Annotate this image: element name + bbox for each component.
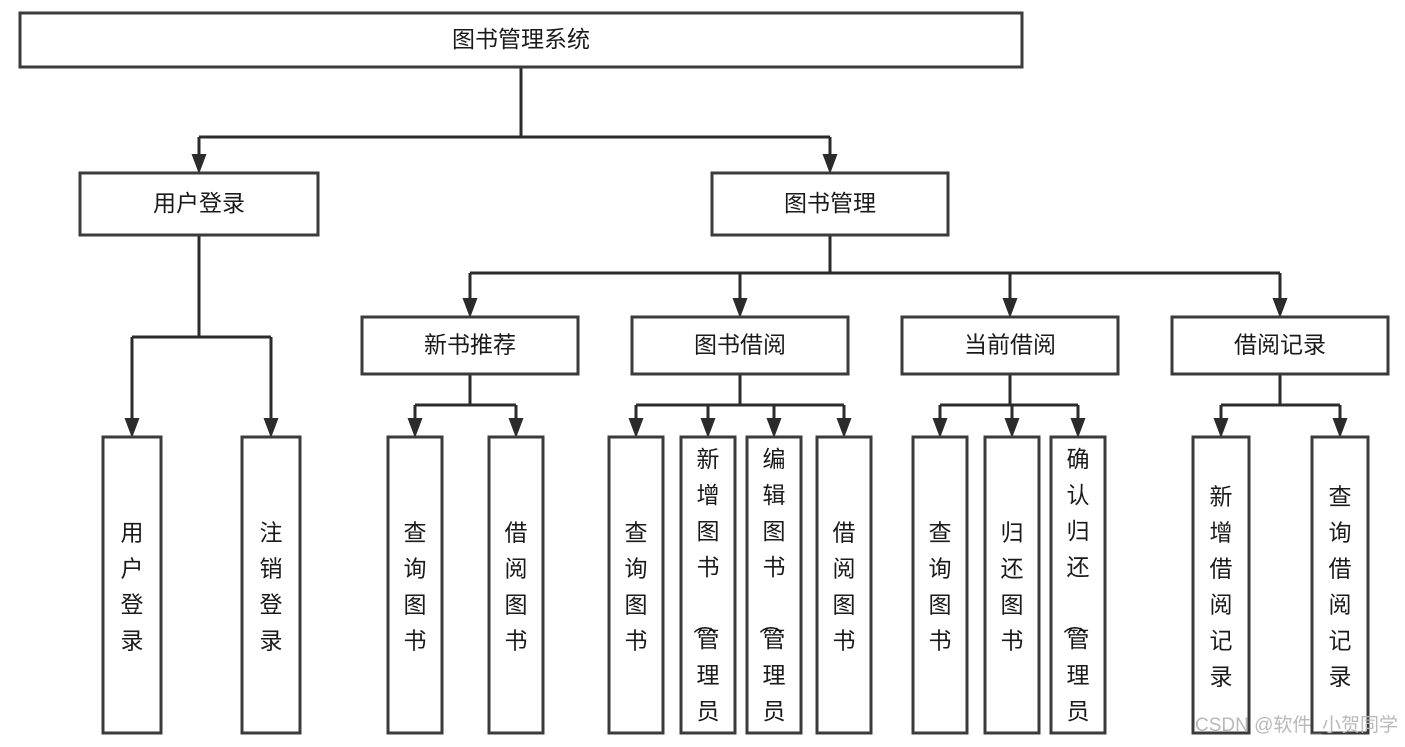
arrow-head-icon (1272, 298, 1288, 318)
arrow-head-icon (1004, 418, 1020, 438)
node-box[interactable] (1049, 435, 1107, 735)
connector-group-book-manage (462, 235, 1288, 318)
node-label: 查询图书 (929, 519, 952, 653)
node-borrow-record[interactable]: 借阅记录 (1170, 315, 1390, 376)
node-label: 新增借阅记录 (1210, 483, 1233, 689)
node-label: 查询图书 (625, 519, 648, 653)
arrow-head-icon (836, 418, 852, 438)
node-layer: 图书管理系统用户登录图书管理新书推荐图书借阅当前借阅借阅记录用户登录注销登录查询… (18, 11, 1390, 747)
node-leaf-query-book-recommend[interactable]: 查询图书 (386, 435, 444, 735)
node-leaf-query-book-current[interactable]: 查询图书 (911, 435, 969, 735)
node-root[interactable]: 图书管理系统 (18, 11, 1024, 69)
node-label: 注销登录 (260, 519, 283, 653)
node-box[interactable] (1191, 435, 1251, 735)
arrow-head-icon (124, 418, 140, 438)
node-box[interactable] (630, 315, 850, 376)
node-box[interactable] (607, 435, 665, 735)
csdn-watermark: CSDN @软件_小贺同学 (1195, 714, 1398, 736)
connector-group-user-login (124, 235, 279, 438)
arrow-head-icon (1070, 418, 1086, 438)
node-leaf-add-book-admin[interactable]: 新增图书（管理员） (679, 435, 737, 747)
node-leaf-borrow-book-borrow[interactable]: 借阅图书 (815, 435, 873, 735)
node-label: 用户登录 (153, 190, 245, 216)
node-box[interactable] (386, 435, 444, 735)
connector-group-new-book-recommend (407, 374, 524, 438)
node-label: 借阅图书 (833, 519, 856, 653)
node-current-borrow[interactable]: 当前借阅 (900, 315, 1120, 376)
node-box[interactable] (1170, 315, 1390, 376)
node-leaf-query-book-borrow[interactable]: 查询图书 (607, 435, 665, 735)
node-label: 归还图书 (1001, 519, 1024, 653)
node-box[interactable] (487, 435, 545, 735)
node-label: 新书推荐 (424, 332, 516, 358)
connector-layer (124, 67, 1348, 438)
node-label: 借阅记录 (1234, 332, 1326, 358)
node-leaf-user-logout[interactable]: 注销登录 (240, 435, 302, 735)
node-book-borrow[interactable]: 图书借阅 (630, 315, 850, 376)
node-box[interactable] (360, 315, 580, 376)
node-box[interactable] (815, 435, 873, 735)
node-label: 用户登录 (121, 519, 144, 653)
arrow-head-icon (766, 418, 782, 438)
node-label: 图书借阅 (694, 332, 786, 358)
arrow-head-icon (407, 418, 423, 438)
node-box[interactable] (18, 11, 1024, 69)
node-leaf-borrow-book-recommend[interactable]: 借阅图书 (487, 435, 545, 735)
arrow-head-icon (462, 298, 478, 318)
arrow-head-icon (1332, 418, 1348, 438)
node-leaf-add-borrow-record[interactable]: 新增借阅记录 (1191, 435, 1251, 735)
node-box[interactable] (983, 435, 1041, 735)
arrow-head-icon (932, 418, 948, 438)
node-book-manage[interactable]: 图书管理 (710, 171, 950, 237)
connector-group-book-borrow (628, 374, 852, 438)
node-leaf-confirm-return-admin[interactable]: 确认归还（管理员） (1049, 435, 1107, 747)
node-box[interactable] (101, 435, 163, 735)
arrow-head-icon (732, 298, 748, 318)
node-user-login[interactable]: 用户登录 (78, 171, 320, 237)
arrow-head-icon (191, 154, 207, 174)
connector-group-current-borrow (932, 374, 1086, 438)
node-new-book-recommend[interactable]: 新书推荐 (360, 315, 580, 376)
node-label: 新增图书（管理员） (692, 446, 720, 747)
node-label: 借阅图书 (505, 519, 528, 653)
arrow-head-icon (508, 418, 524, 438)
node-box[interactable] (1310, 435, 1370, 735)
node-box[interactable] (911, 435, 969, 735)
node-leaf-return-book[interactable]: 归还图书 (983, 435, 1041, 735)
node-box[interactable] (679, 435, 737, 735)
node-label: 图书管理系统 (452, 26, 590, 52)
node-leaf-query-borrow-record[interactable]: 查询借阅记录 (1310, 435, 1370, 735)
arrow-head-icon (263, 418, 279, 438)
node-box[interactable] (710, 171, 950, 237)
arrow-head-icon (1002, 298, 1018, 318)
arrow-head-icon (822, 154, 838, 174)
connector-group-root (191, 67, 838, 174)
node-box[interactable] (78, 171, 320, 237)
node-label: 确认归还（管理员） (1062, 446, 1090, 747)
arrow-head-icon (628, 418, 644, 438)
node-label: 查询图书 (404, 519, 427, 653)
node-box[interactable] (745, 435, 803, 735)
node-label: 图书管理 (784, 190, 876, 216)
node-leaf-edit-book-admin[interactable]: 编辑图书（管理员） (745, 435, 803, 747)
node-label: 当前借阅 (964, 332, 1056, 358)
node-leaf-user-login[interactable]: 用户登录 (101, 435, 163, 735)
arrow-head-icon (700, 418, 716, 438)
node-box[interactable] (900, 315, 1120, 376)
node-label: 查询借阅记录 (1329, 483, 1352, 689)
connector-group-borrow-record (1213, 374, 1348, 438)
arrow-head-icon (1213, 418, 1229, 438)
node-label: 编辑图书（管理员） (758, 446, 786, 747)
node-box[interactable] (240, 435, 302, 735)
